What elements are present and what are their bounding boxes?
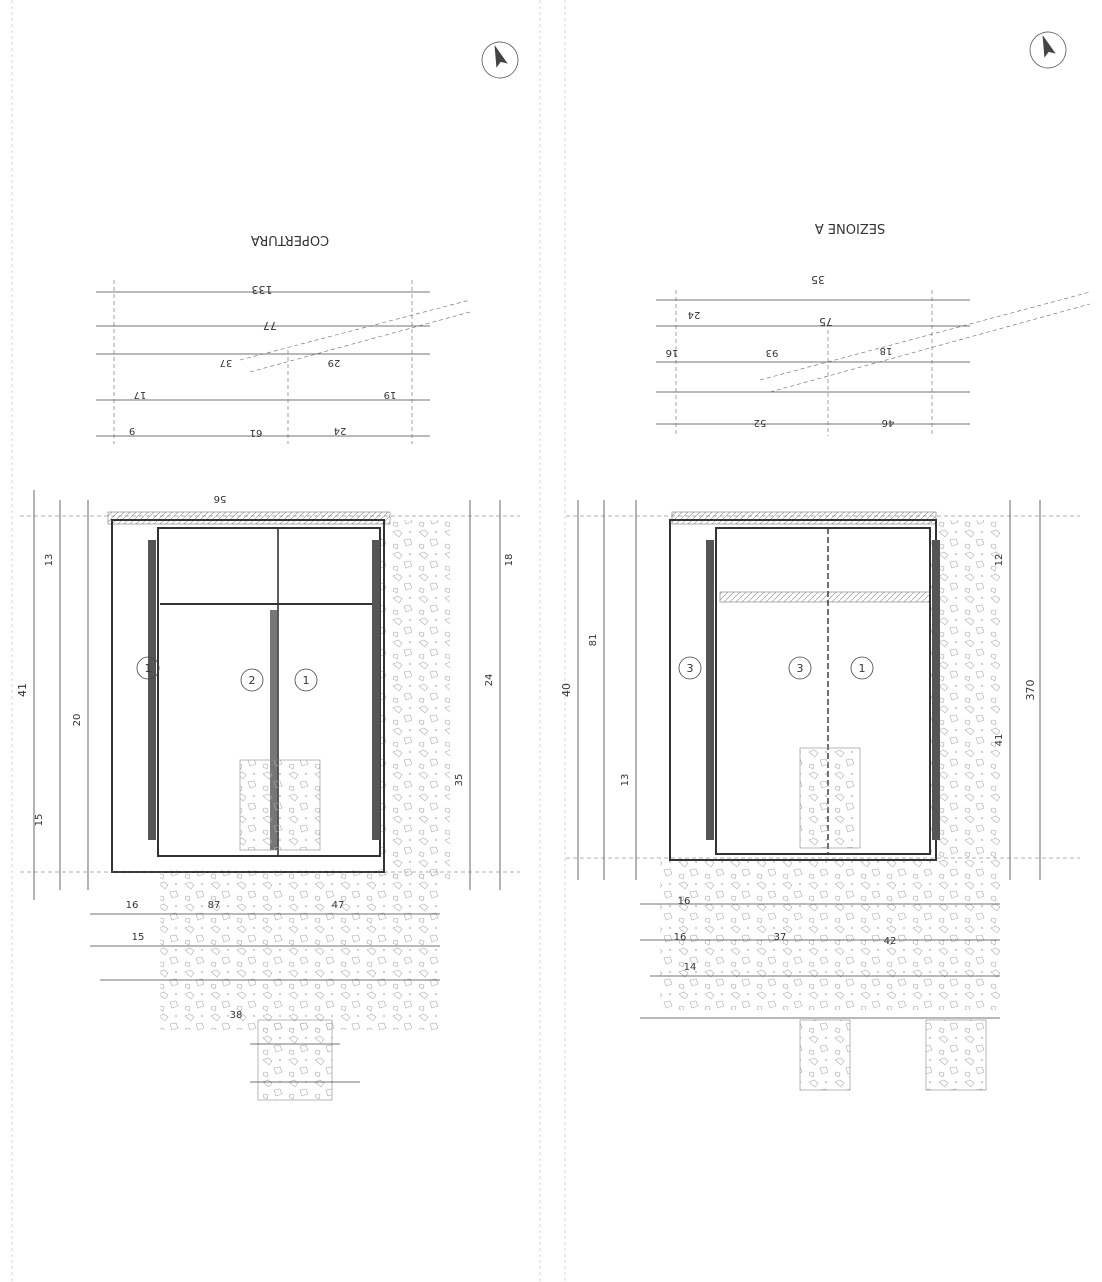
left-room-2: 2 xyxy=(249,674,256,687)
left-side-dim-3: 20 xyxy=(72,714,83,727)
left-dim-8: 61 xyxy=(250,427,263,438)
right-bottom-dim-1: 16 xyxy=(674,932,687,943)
right-side-dim-2: 81 xyxy=(588,634,599,647)
right-dim-6: 18 xyxy=(880,345,893,356)
right-dim-3: 24 xyxy=(688,309,701,320)
right-top-dimensions: 35 75 24 52 46 18 16 93 xyxy=(656,273,1091,436)
right-room-2: 3 xyxy=(797,662,804,675)
right-dim-5: 46 xyxy=(882,417,895,428)
right-dim-4: 52 xyxy=(754,417,767,428)
right-room-labels: 3 3 1 xyxy=(678,656,874,680)
right-side-dim-3: 12 xyxy=(994,554,1005,567)
right-dim-2: 75 xyxy=(819,315,833,328)
left-dim-4: 29 xyxy=(328,357,341,368)
left-dim-10: 56 xyxy=(214,493,227,504)
right-side-dimensions: 40 81 12 41 370 13 xyxy=(560,500,1080,880)
left-side-dim-6: 24 xyxy=(484,674,495,687)
right-bottom-dimensions: 16 37 14 42 16 xyxy=(640,896,1000,1019)
left-dim-6: 19 xyxy=(384,389,397,400)
left-dim-5: 17 xyxy=(134,389,147,400)
left-plan-title: COPERTURA xyxy=(251,232,329,247)
right-entry-right xyxy=(925,1019,987,1091)
right-bottom-dim-3: 14 xyxy=(684,962,697,973)
right-side-dim-6: 13 xyxy=(620,774,631,787)
right-top-wall xyxy=(671,511,937,525)
right-band-wall xyxy=(719,591,931,603)
north-arrow-icon xyxy=(1029,31,1067,69)
right-entry-left xyxy=(799,1019,851,1091)
left-plan: COPERTURA 133 77 37 29 17 19 9 61 24 56 xyxy=(16,41,520,1101)
left-bottom-dim-2: 87 xyxy=(208,900,221,911)
left-room-labels: 1 2 1 xyxy=(136,656,318,692)
right-bottom-dim-5: 16 xyxy=(678,896,691,907)
right-stone-east xyxy=(930,520,1000,860)
right-stone-south xyxy=(660,860,1000,1010)
left-stair xyxy=(239,759,321,851)
right-dim-7: 16 xyxy=(666,347,679,358)
left-side-dim-7: 18 xyxy=(504,554,515,567)
right-side-dim-1: 40 xyxy=(560,683,573,697)
left-dim-1: 133 xyxy=(252,283,273,296)
left-room-3: 1 xyxy=(303,674,310,687)
left-dim-9: 24 xyxy=(334,425,347,436)
left-side-dimensions: 41 13 20 35 15 24 18 xyxy=(16,490,520,900)
left-dim-7: 9 xyxy=(129,425,135,436)
left-bottom-dim-4: 47 xyxy=(332,900,345,911)
right-bottom-dim-2: 37 xyxy=(774,932,787,943)
right-side-dim-4: 41 xyxy=(994,734,1005,747)
north-arrow-icon xyxy=(481,41,519,79)
right-plan: SEZIONE A 35 75 24 52 46 18 16 93 xyxy=(560,31,1091,1091)
left-top-wall xyxy=(107,511,391,525)
right-room-1: 3 xyxy=(687,662,694,675)
left-bottom-dim-3: 15 xyxy=(132,932,145,943)
right-plan-title: SEZIONE A xyxy=(815,220,886,235)
right-bottom-dim-4: 42 xyxy=(884,936,897,947)
left-bottom-dimensions: 16 87 15 47 38 xyxy=(90,900,440,1083)
right-dim-1: 35 xyxy=(811,273,825,286)
left-entry xyxy=(257,1019,333,1101)
left-side-dim-2: 13 xyxy=(44,554,55,567)
left-top-dimensions: 133 77 37 29 17 19 9 61 24 56 xyxy=(96,280,471,504)
right-column-rows xyxy=(706,540,940,840)
left-dim-2: 77 xyxy=(263,319,277,332)
left-bottom-dim-1: 16 xyxy=(126,900,139,911)
left-stone-south xyxy=(160,870,440,1030)
right-room-3: 1 xyxy=(859,662,866,675)
left-column-rows xyxy=(148,540,380,850)
right-dim-8: 93 xyxy=(766,347,779,358)
left-stone-east xyxy=(380,520,450,880)
left-room-1: 1 xyxy=(145,662,152,675)
left-dim-3: 37 xyxy=(220,357,233,368)
left-side-dim-1: 41 xyxy=(16,683,29,697)
right-side-dim-5: 370 xyxy=(1024,680,1037,701)
left-side-dim-5: 15 xyxy=(34,814,45,827)
left-bottom-dim-5: 38 xyxy=(230,1010,243,1021)
right-stair xyxy=(799,747,861,849)
right-inner-wall xyxy=(715,527,931,855)
left-side-dim-4: 35 xyxy=(454,774,465,787)
